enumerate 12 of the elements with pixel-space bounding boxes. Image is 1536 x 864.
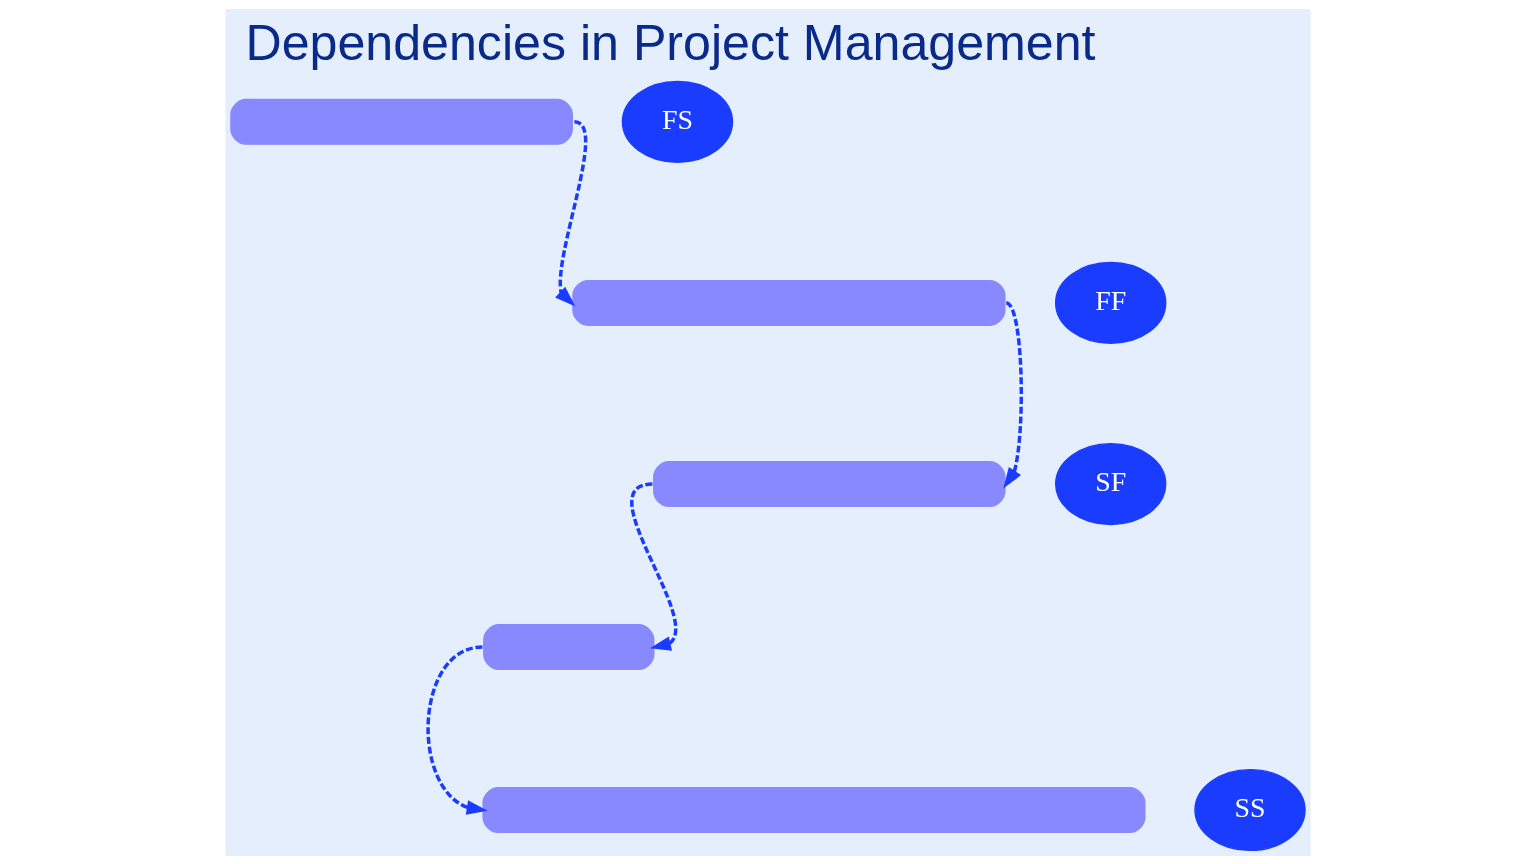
node-ellipse: FF (1054, 261, 1167, 344)
node-bar (483, 623, 655, 670)
node-bar (572, 279, 1006, 326)
diagram-title: Dependencies in Project Management (245, 14, 1096, 71)
node-bar (230, 98, 573, 145)
node-ellipse: FS (621, 80, 734, 163)
node-ellipse: SS (1194, 768, 1306, 851)
arrow (1003, 301, 1024, 488)
arrow (426, 644, 488, 815)
node-ellipse: SF (1054, 442, 1167, 525)
node-bar (653, 460, 1006, 507)
node-bar (482, 786, 1146, 833)
